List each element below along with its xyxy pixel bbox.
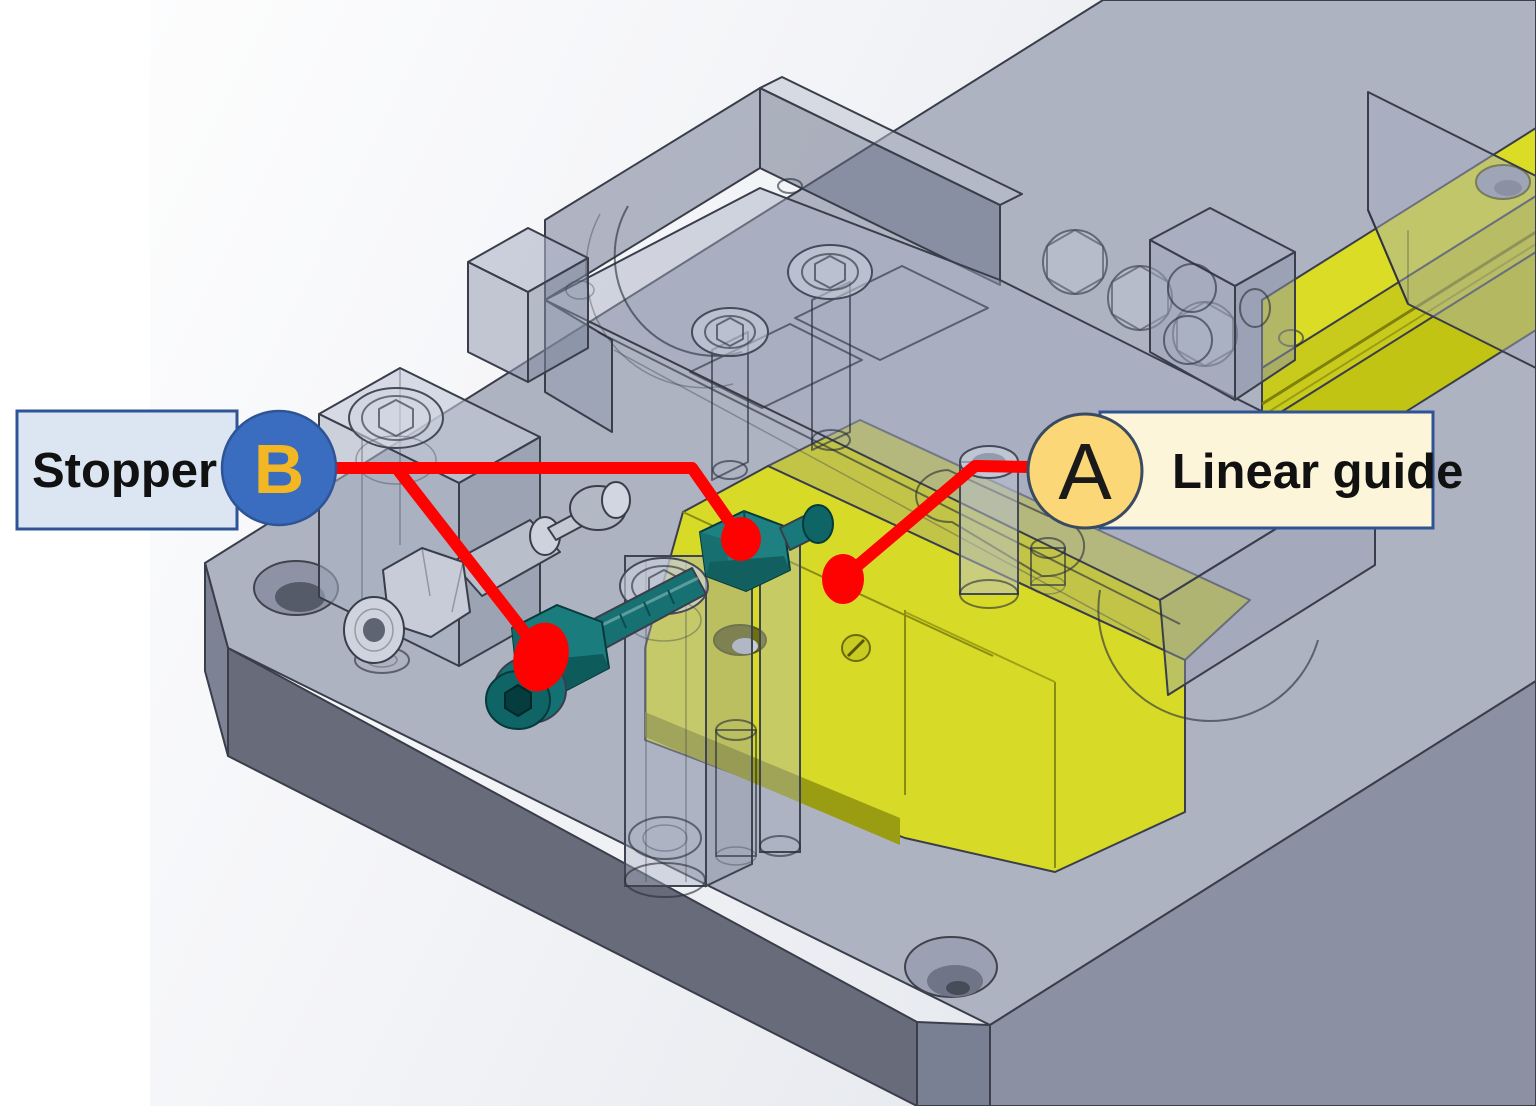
housing-bore-arc: [1097, 589, 1319, 722]
callout-a-letter: A: [1058, 427, 1112, 516]
base-plate-corner-chamfer: [916, 1021, 991, 1106]
rail-front-upper: [1261, 195, 1536, 425]
callout-a: Linear guide A: [1026, 410, 1463, 530]
callout-b-letter: B: [254, 430, 305, 508]
socket-screw-top: [348, 387, 444, 485]
housing-rail-end-block: [1149, 207, 1296, 401]
leader-b-to-bolt: [392, 464, 546, 658]
leader-a-to-carriage: [837, 460, 1036, 584]
hex-socket-icon: [378, 399, 414, 437]
hex-socket-icon: [814, 255, 846, 289]
callout-b-circle: [220, 409, 338, 527]
housing-stub-cylinder: [1030, 537, 1066, 595]
leader-b-to-locknut: [330, 462, 747, 544]
housing-stub-leg: [715, 719, 757, 866]
callout-a-box: [1098, 410, 1435, 530]
background-left-strip: [0, 0, 150, 1106]
housing-round-pocket: [613, 205, 743, 357]
shock-absorber: [343, 481, 631, 664]
housing-screw-2: [689, 307, 863, 481]
housing-leg-1: [624, 532, 753, 898]
callout-a-label: Linear guide: [1172, 445, 1463, 499]
leader-dot-locknut: [721, 517, 761, 561]
callout-b-label: Stopper: [32, 444, 217, 498]
rail-mount-hole: [1475, 164, 1531, 200]
hex-socket-icon: [504, 683, 532, 718]
plate-hole-left: [253, 560, 339, 616]
callout-b-box: [15, 409, 239, 531]
carriage-underside-shadow: [645, 712, 900, 845]
callout-b: Stopper B: [15, 409, 338, 531]
housing-right-panel: [1367, 91, 1536, 369]
carriage-set-screw: [841, 634, 871, 662]
housing-screw-1: [787, 244, 989, 451]
leader-dot-carriage: [822, 554, 864, 604]
housing-leg-2: [759, 544, 801, 857]
leader-dot-bolt: [513, 622, 569, 692]
base-plate-front-face: [227, 647, 918, 1106]
callout-a-circle: [1026, 412, 1144, 530]
leader-lines: [330, 460, 1036, 692]
hex-socket-icon: [716, 317, 744, 347]
housing-notch-wall: [467, 227, 589, 383]
plate-counterbore-hole: [904, 936, 998, 998]
base-plate-right-face: [989, 680, 1536, 1106]
leg-screw-silhouette: [628, 816, 702, 860]
